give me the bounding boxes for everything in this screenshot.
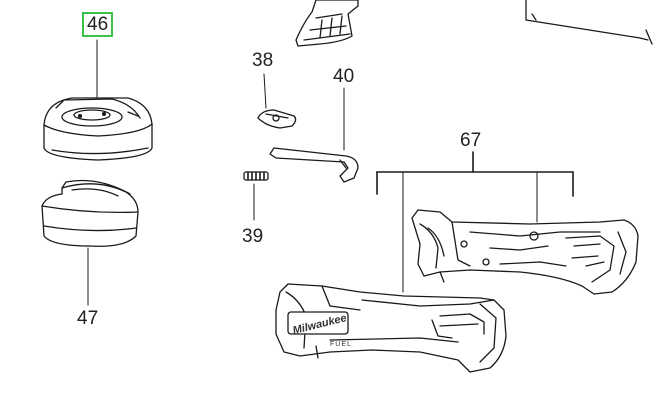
callout-47[interactable]: 47 [77,308,99,329]
paddle-switch-icon[interactable] [295,0,359,47]
spindle-lock-button-icon[interactable] [257,73,297,129]
lock-rod-icon[interactable] [269,87,359,183]
callout-39[interactable]: 39 [242,226,264,247]
guard-upper-icon[interactable] [43,39,153,161]
callout-67[interactable]: 67 [460,130,482,151]
callout-40[interactable]: 40 [333,66,355,87]
motor-housing-half-icon[interactable] [411,209,639,295]
housing-badge-text: FUEL [330,341,352,348]
assembly-bracket-icon [376,151,574,293]
bracket-fragment-icon [525,0,653,45]
callout-38[interactable]: 38 [252,50,274,71]
motor-housing-half-logo-icon[interactable] [275,283,507,373]
spring-icon[interactable] [243,171,269,221]
guard-lower-icon[interactable] [41,179,139,306]
callout-46[interactable]: 46 [82,12,114,37]
